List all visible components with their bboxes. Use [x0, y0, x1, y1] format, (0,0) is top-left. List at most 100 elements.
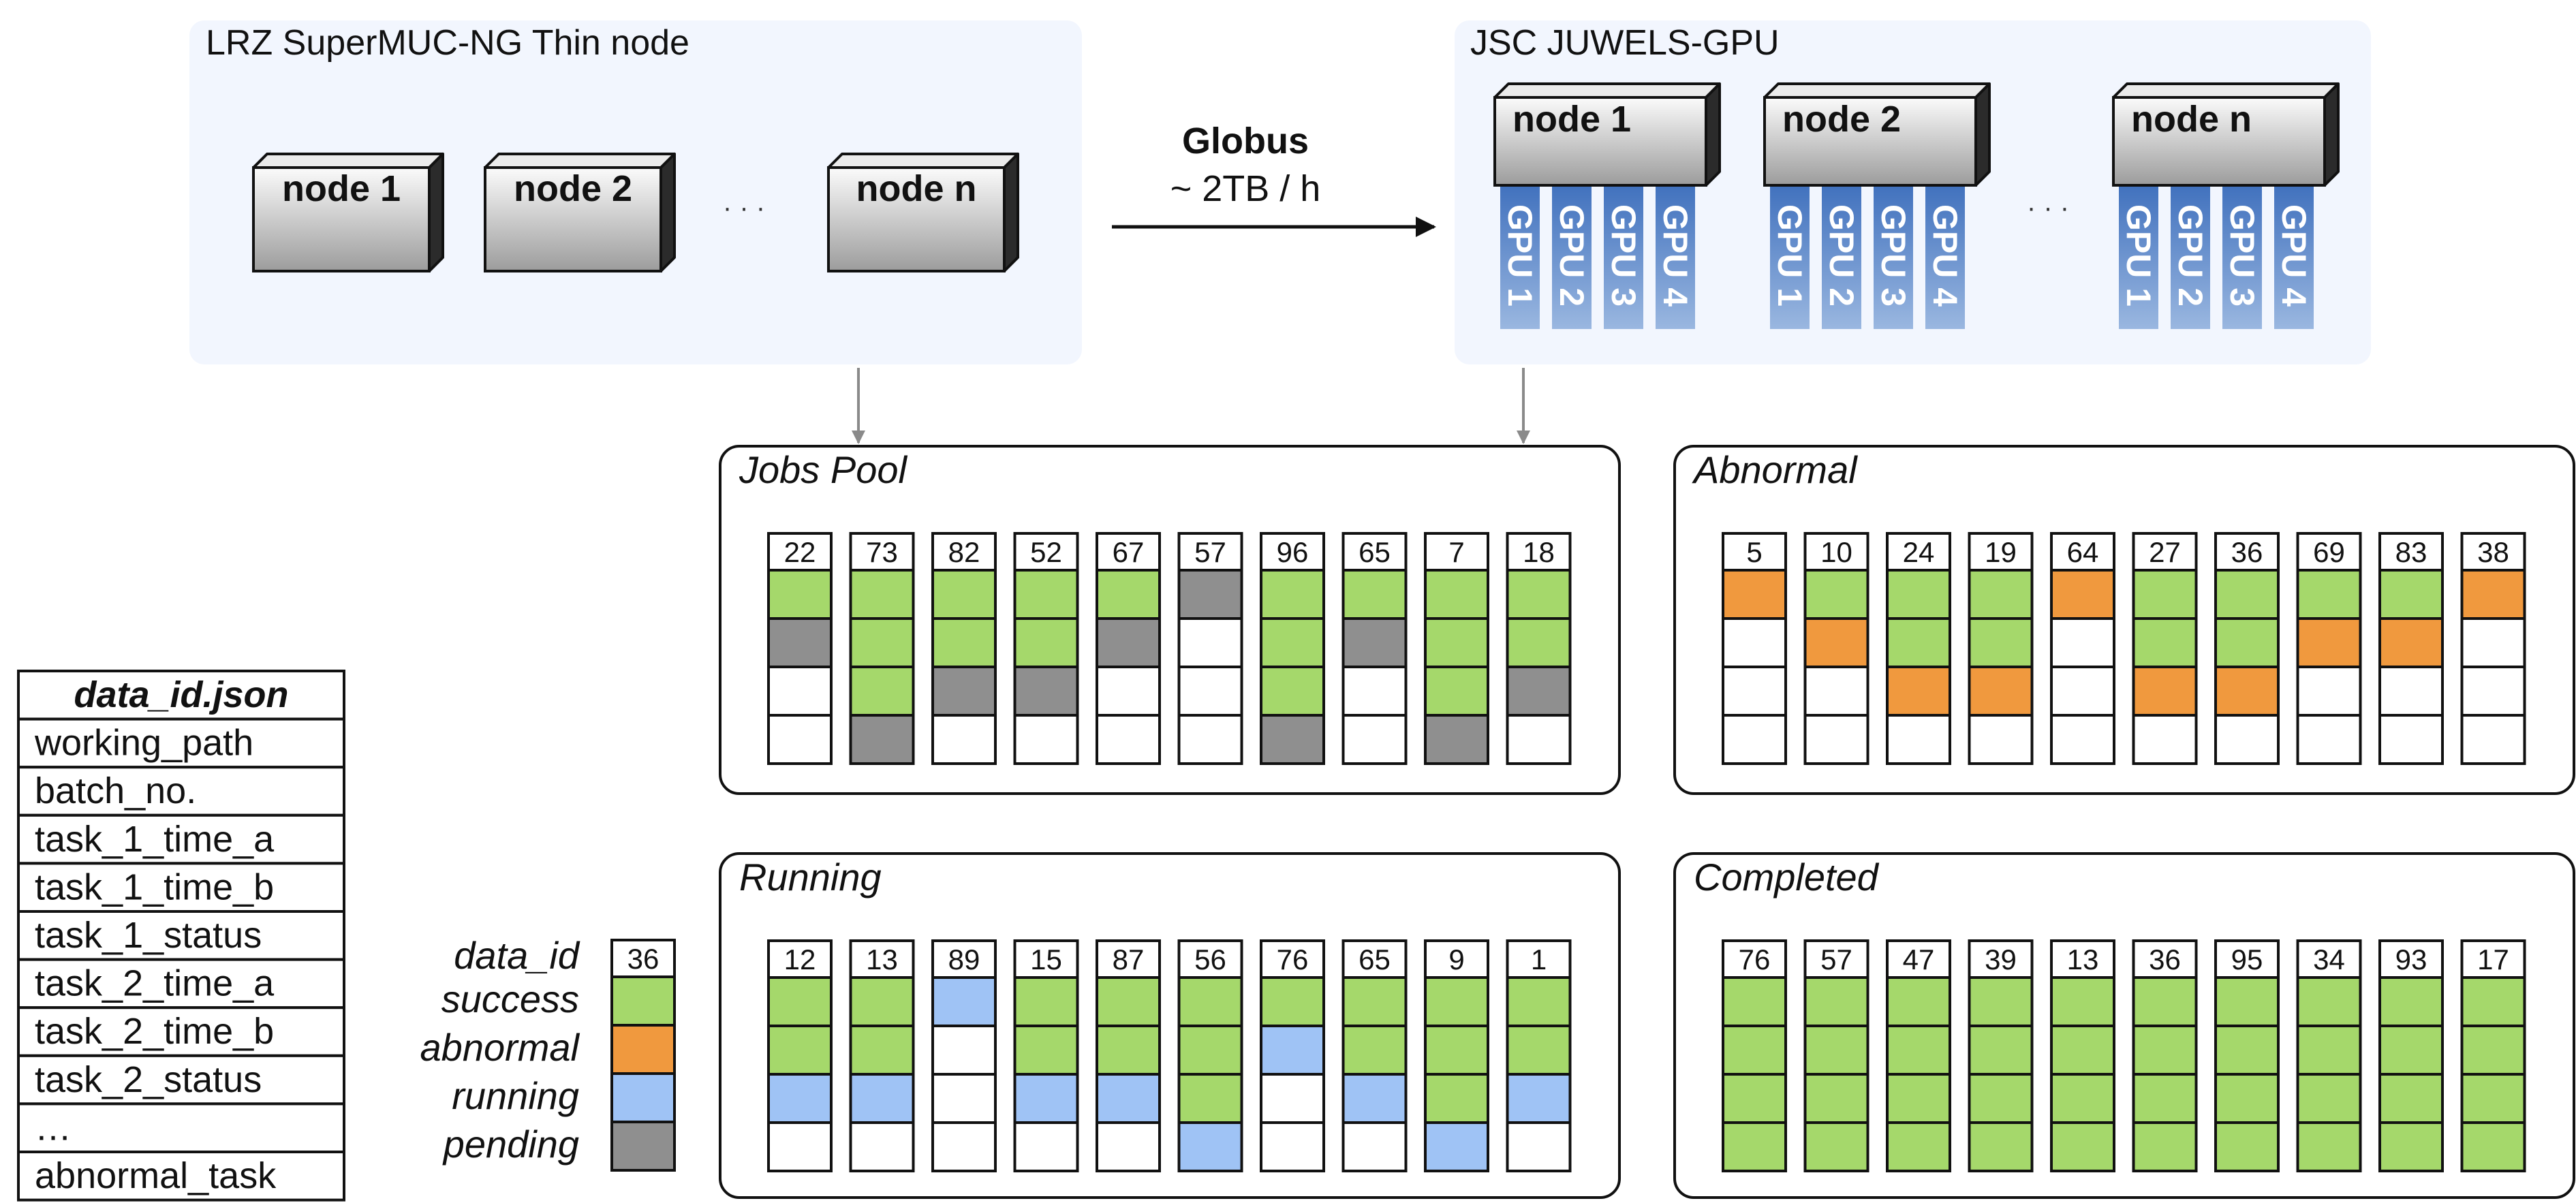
job-19: 19	[1968, 532, 2034, 765]
job-id-label: 87	[1113, 943, 1145, 975]
json-field: batch_no.	[35, 770, 196, 811]
task-cell-S	[1803, 569, 1869, 620]
task-cell-S	[1803, 1025, 1869, 1076]
task-cell-E	[2460, 666, 2526, 717]
task-cell-S	[2296, 976, 2362, 1027]
task-cell-S	[1424, 1073, 1489, 1124]
jsc-cluster-title: JSC JUWELS-GPU	[1470, 23, 1780, 63]
legend-label-success: success	[441, 978, 579, 1020]
task-cell-S	[931, 569, 997, 620]
task-cell-A	[2378, 617, 2444, 668]
gpu-label: GPU 2	[1822, 204, 1861, 307]
legend-label-running: running	[452, 1074, 579, 1117]
task-cell-P	[1260, 714, 1325, 765]
task-cell-S	[1260, 976, 1325, 1027]
task-cell-E	[1722, 666, 1787, 717]
task-cell-S	[2378, 1025, 2444, 1076]
task-cell-S	[2296, 569, 2362, 620]
job-id-label: 67	[1113, 536, 1145, 568]
job-id-label: 57	[1820, 943, 1852, 975]
jsc-ellipsis: · · ·	[2027, 193, 2069, 223]
task-cell-P	[1096, 617, 1161, 668]
task-cell-E	[2296, 714, 2362, 765]
task-cell-P	[1177, 569, 1243, 620]
job-id-label: 73	[866, 536, 898, 568]
task-cell-S	[1968, 1121, 2034, 1172]
task-cell-S	[1424, 1025, 1489, 1076]
task-cell-E	[2050, 714, 2115, 765]
job-52: 52	[1013, 532, 1079, 765]
task-cell-S	[1424, 976, 1489, 1027]
task-cell-S	[2050, 976, 2115, 1027]
task-cell-E	[2460, 714, 2526, 765]
job-id-label: 9	[1448, 943, 1464, 975]
task-cell-S	[2214, 976, 2280, 1027]
task-cell-P	[1013, 666, 1079, 717]
task-cell-S	[2460, 1121, 2526, 1172]
job-10: 10	[1803, 532, 1869, 765]
task-cell-S	[2296, 1121, 2362, 1172]
task-cell-S	[1968, 569, 2034, 620]
task-cell-R	[1096, 1073, 1161, 1124]
job-id-label: 89	[948, 943, 980, 975]
task-cell-S	[849, 617, 915, 668]
job-id-label: 39	[1985, 943, 2017, 975]
task-cell-E	[1096, 1121, 1161, 1172]
task-cell-R	[1013, 1073, 1079, 1124]
task-cell-S	[2132, 1073, 2198, 1124]
job-id-label: 17	[2477, 943, 2509, 975]
job-id-label: 22	[784, 536, 816, 568]
task-cell-S	[767, 1025, 833, 1076]
task-cell-P	[1424, 714, 1489, 765]
job-83: 83	[2378, 532, 2444, 765]
task-cell-P	[1341, 617, 1408, 668]
jsc-node-n-gpu-4: GPU 4	[2274, 183, 2314, 329]
task-cell-A	[1968, 666, 2034, 717]
task-cell-S	[1968, 617, 2034, 668]
job-id-label: 64	[2067, 536, 2099, 568]
json-field: task_2_status	[35, 1059, 262, 1100]
task-cell-E	[1341, 714, 1408, 765]
jsc-node-2-gpu-4: GPU 4	[1925, 183, 1965, 329]
task-cell-S	[1722, 1121, 1787, 1172]
task-cell-S	[2050, 1073, 2115, 1124]
job-id-label: 47	[1903, 943, 1935, 975]
job-id-label: 12	[784, 943, 816, 975]
task-cell-S	[1722, 1025, 1787, 1076]
job-id-label: 15	[1030, 943, 1062, 975]
job-65: 65	[1341, 939, 1408, 1172]
job-27: 27	[2132, 532, 2198, 765]
task-cell-S	[2378, 569, 2444, 620]
task-cell-S	[2050, 1121, 2115, 1172]
gpu-label: GPU 4	[2275, 204, 2313, 307]
job-36: 36	[2132, 939, 2198, 1172]
task-cell-S	[1722, 1073, 1787, 1124]
task-cell-S	[2378, 1121, 2444, 1172]
lrz-cluster-title: LRZ SuperMUC-NG Thin node	[206, 23, 689, 63]
json-field: task_1_status	[35, 915, 262, 956]
legend-id-box	[610, 939, 676, 978]
task-cell-P	[767, 617, 833, 668]
job-47: 47	[1886, 939, 1951, 1172]
task-cell-S	[1886, 617, 1951, 668]
jsc-node-2-gpu-2: GPU 2	[1822, 183, 1861, 329]
task-cell-E	[931, 1073, 997, 1124]
task-cell-S	[2460, 976, 2526, 1027]
jsc-node-2: node 2	[1763, 82, 1991, 187]
job-17: 17	[2460, 939, 2526, 1172]
task-cell-R	[1260, 1025, 1325, 1076]
gpu-label: GPU 2	[1553, 204, 1591, 307]
job-22: 22	[767, 532, 833, 765]
task-cell-S	[1424, 617, 1489, 668]
task-cell-R	[1424, 1121, 1489, 1172]
job-87: 87	[1096, 939, 1161, 1172]
legend-swatch-success	[610, 975, 676, 1027]
job-id-label: 34	[2313, 943, 2345, 975]
task-cell-S	[1013, 976, 1079, 1027]
task-cell-E	[931, 1121, 997, 1172]
